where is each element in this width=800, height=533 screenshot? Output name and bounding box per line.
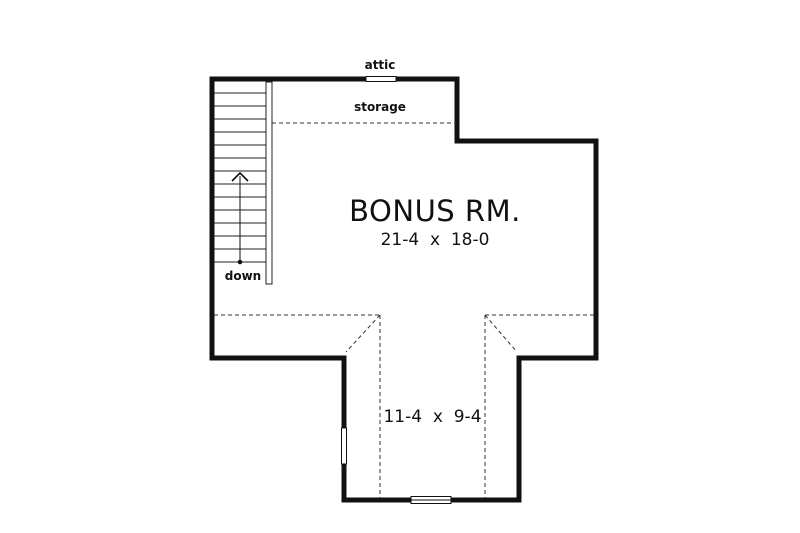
stair-railing	[265, 81, 273, 285]
side-window	[341, 427, 348, 465]
stair-arrow-icon	[231, 171, 249, 265]
attic-storage-label: attic storage	[340, 30, 420, 128]
stair-down-label: down	[224, 269, 262, 283]
room-dimensions-label: 21-4 x 18-0	[380, 230, 490, 250]
attic-label-line-2: storage	[354, 100, 406, 114]
bottom-window	[410, 496, 452, 504]
bonus-room-outline	[209, 76, 599, 503]
room-name-label: BONUS RM.	[349, 194, 521, 228]
alcove-dimensions-label: 11-4 x 9-4	[383, 407, 482, 427]
dashed-ceiling-lines	[214, 122, 594, 498]
staircase	[214, 81, 273, 285]
attic-storage-opening	[365, 76, 397, 83]
exterior-walls	[209, 76, 599, 503]
attic-label-line-1: attic	[364, 58, 396, 72]
